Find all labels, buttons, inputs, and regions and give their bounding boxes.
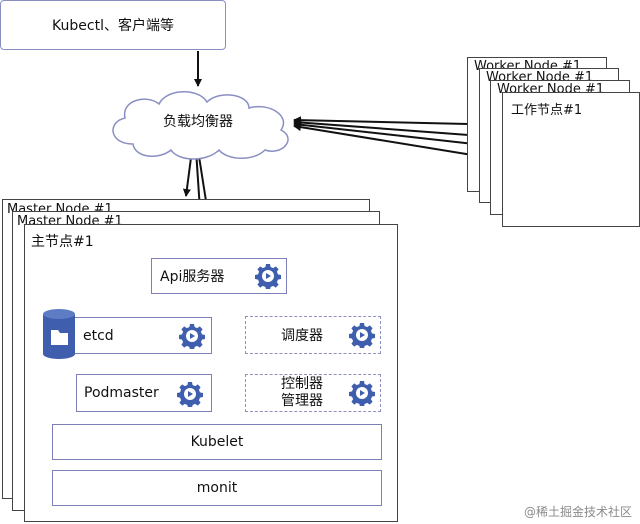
monit-box: monit xyxy=(52,470,382,506)
client-label: Kubectl、客户端等 xyxy=(52,18,174,34)
cloud-shape xyxy=(112,91,289,160)
kubelet-label: Kubelet xyxy=(190,434,244,450)
controller-label-line2: 管理器 xyxy=(281,393,323,409)
watermark: @稀土掘金技术社区 xyxy=(523,505,632,519)
worker-node-page-front: 工作节点#1 xyxy=(502,92,640,227)
gear-icon xyxy=(177,382,203,407)
master-node-front-title: 主节点#1 xyxy=(31,234,94,250)
gear-icon xyxy=(349,381,375,406)
kubelet-box: Kubelet xyxy=(52,424,382,460)
gear-icon xyxy=(349,323,375,348)
etcd-box: etcd xyxy=(52,317,212,354)
database-icon xyxy=(43,309,75,359)
load-balancer-label: 负载均衡器 xyxy=(163,114,233,130)
gear-icon xyxy=(179,324,205,349)
arrow-worker-to-lb-3 xyxy=(293,120,493,147)
arrow-worker-to-lb-2 xyxy=(293,118,483,137)
monit-label: monit xyxy=(196,480,238,496)
client-box: Kubectl、客户端等 xyxy=(0,0,226,50)
controller-label-line1: 控制器 xyxy=(281,376,323,392)
podmaster-box: Podmaster xyxy=(76,374,212,412)
api-server-label: Api服务器 xyxy=(160,269,225,285)
scheduler-box: 调度器 xyxy=(245,316,381,354)
controller-manager-box: 控制器 管理器 xyxy=(245,374,381,412)
worker-node-front-title: 工作节点#1 xyxy=(511,103,583,118)
load-balancer: 负载均衡器 xyxy=(103,86,299,160)
api-server-box: Api服务器 xyxy=(151,258,287,294)
gear-icon xyxy=(255,264,281,289)
arrow-worker-to-lb-1 xyxy=(293,116,469,125)
scheduler-label: 调度器 xyxy=(281,328,323,344)
podmaster-label: Podmaster xyxy=(84,385,159,401)
etcd-label: etcd xyxy=(83,327,114,344)
